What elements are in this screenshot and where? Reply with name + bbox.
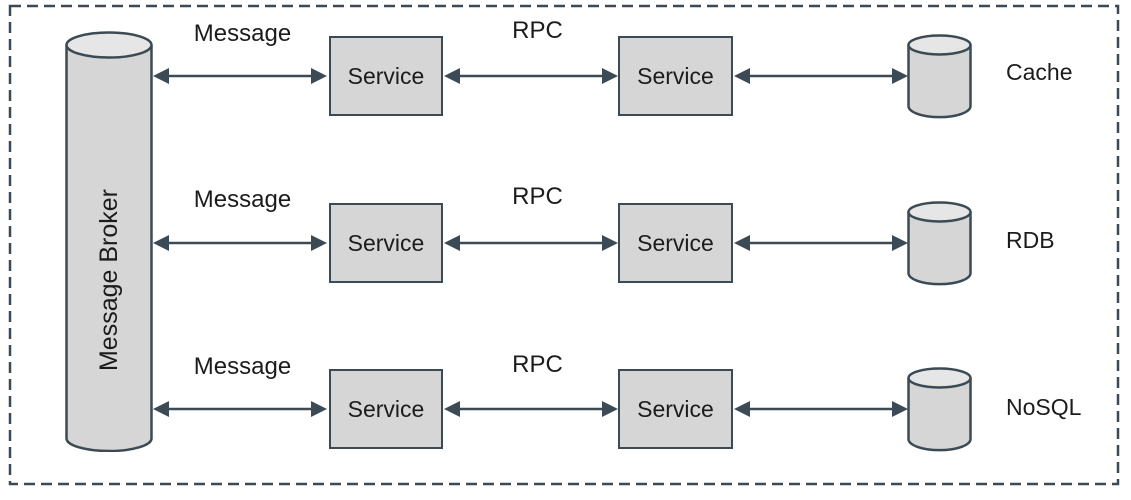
datastore-label: RDB [1006, 227, 1055, 253]
message-label: Message [193, 353, 292, 380]
service-box: Service [618, 36, 733, 116]
message-arrow-icon [153, 401, 327, 417]
rpc-label: RPC [512, 17, 563, 44]
datastore-label: Cache [1006, 59, 1073, 85]
service-box: Service [329, 369, 443, 449]
rpc-arrow-icon [444, 235, 618, 251]
rpc-label: RPC [512, 351, 563, 378]
message-broker-label: Message Broker [95, 188, 123, 372]
message-arrow-icon [153, 235, 327, 251]
service-box: Service [329, 203, 443, 283]
datastore-arrow-icon [734, 235, 908, 251]
datastore-arrow-icon [734, 401, 908, 417]
database-cylinder-icon [907, 367, 972, 452]
database-cylinder-icon [907, 201, 972, 286]
message-broker-cylinder-icon [65, 31, 153, 452]
database-cylinder-icon [907, 34, 972, 119]
datastore-arrow-icon [734, 68, 908, 84]
rpc-arrow-icon [444, 68, 618, 84]
service-box: Service [618, 203, 733, 283]
service-box: Service [618, 369, 733, 449]
rpc-arrow-icon [444, 401, 618, 417]
service-box: Service [329, 36, 443, 116]
message-arrow-icon [153, 68, 327, 84]
rpc-label: RPC [512, 183, 563, 210]
datastore-label: NoSQL [1006, 394, 1082, 420]
message-label: Message [193, 186, 292, 213]
message-label: Message [193, 20, 292, 47]
